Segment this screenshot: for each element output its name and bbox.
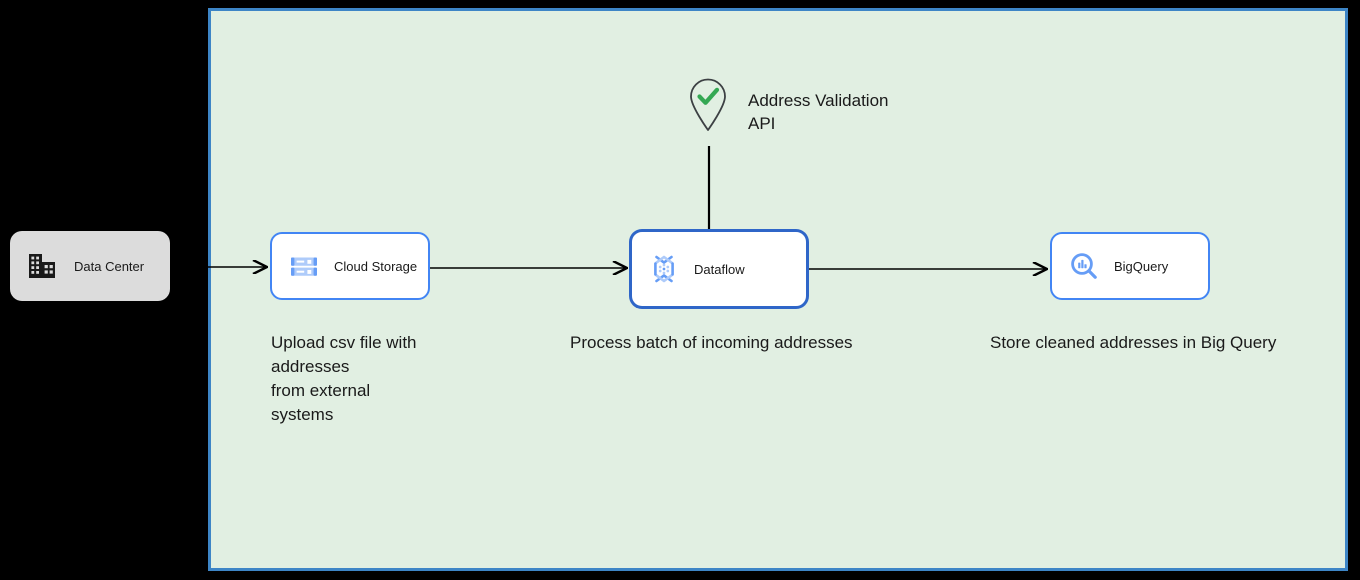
address-validation-api-label: Address Validation API [748, 91, 889, 133]
dataflow-label: Dataflow [694, 261, 745, 277]
caption-upload: Upload csv file with addresses from exte… [271, 333, 417, 424]
caption-process: Process batch of incoming addresses [570, 333, 853, 352]
bigquery-icon [1071, 253, 1097, 279]
cloud-storage-label: Cloud Storage [334, 258, 418, 274]
node-bigquery[interactable]: BigQuery [1050, 232, 1210, 300]
map-pin-check-icon[interactable] [686, 76, 730, 132]
caption-store: Store cleaned addresses in Big Query [990, 333, 1277, 352]
node-data-center[interactable]: Data Center [10, 231, 170, 301]
data-center-label: Data Center [74, 258, 145, 274]
bigquery-label: BigQuery [1114, 258, 1169, 274]
cloud-storage-icon [291, 257, 317, 276]
building-icon [29, 254, 55, 278]
node-dataflow[interactable]: Dataflow [630, 230, 808, 308]
dataflow-icon [654, 255, 674, 283]
node-cloud-storage[interactable]: Cloud Storage [270, 232, 430, 300]
